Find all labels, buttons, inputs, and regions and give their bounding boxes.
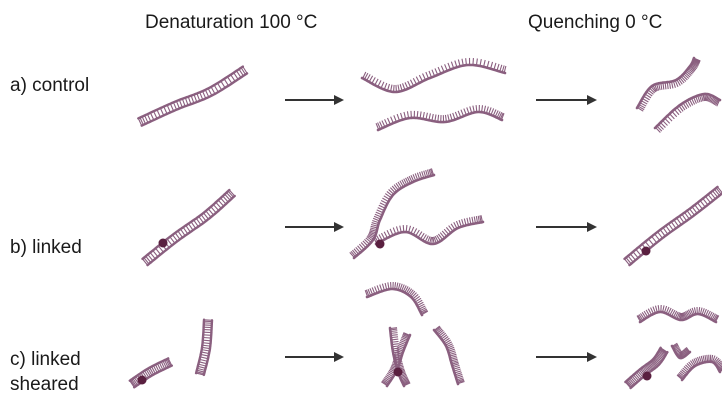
ssdna-control-denatured-1: [362, 58, 506, 92]
ssdna-sheared-quenched-1: [637, 305, 719, 322]
crosslink-dot: [138, 376, 147, 385]
ssdna-sheared-quenched-2: [677, 355, 722, 380]
ssdna-sheared-denatured-1: [365, 282, 428, 315]
ssdna-sheared-denatured-4: [434, 326, 465, 384]
dsdna-sheared-quenched: [625, 348, 667, 388]
dsdna-linked-quenched: [624, 187, 722, 265]
ssdna-linked-denatured-2: [374, 215, 483, 248]
dsdna-linked-initial: [142, 190, 234, 265]
crosslink-dot: [376, 240, 385, 249]
dsdna-control-initial: [138, 67, 247, 126]
ssdna-linked-denatured-1: [350, 168, 434, 258]
ssdna-control-quenched-1: [637, 58, 700, 111]
ssdna-control-quenched-2: [655, 94, 720, 133]
dsdna-sheared-initial-1: [130, 358, 172, 387]
ssdna-sheared-quenched-3: [672, 343, 690, 358]
ssdna-control-denatured-2: [376, 105, 504, 130]
crosslink-dot: [394, 368, 403, 377]
dsdna-sheared-initial-2: [196, 320, 212, 375]
crosslink-dot: [159, 239, 168, 248]
crosslink-dot: [642, 247, 651, 256]
arrows: [285, 100, 595, 357]
crosslink-dot: [643, 372, 652, 381]
